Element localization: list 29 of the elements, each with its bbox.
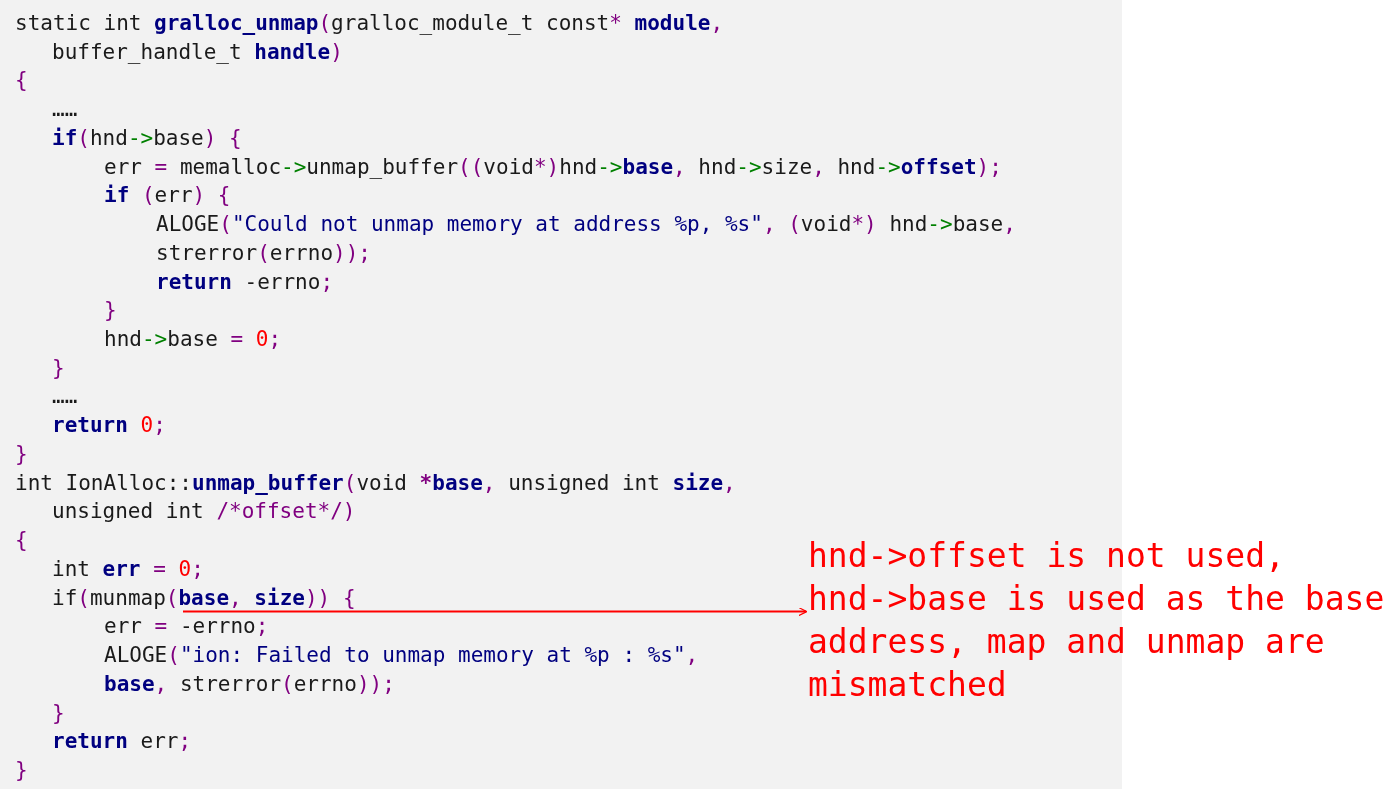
code-line: }	[15, 756, 28, 784]
code-line: static int gralloc_unmap(gralloc_module_t const* module,	[15, 10, 724, 37]
code-line: {	[15, 67, 28, 95]
code-line: return -errno;	[156, 268, 334, 296]
annotation-text: hnd->offset is not used, hnd->base is used as the base address, map and unmap are mismatched	[808, 534, 1392, 706]
code-line: buffer_handle_t handle)	[52, 38, 343, 66]
code-line: err = memalloc->unmap_buffer((void*)hnd->base, hnd->size, hnd->offset);	[104, 153, 1002, 181]
code-line: hnd->base = 0;	[104, 326, 282, 353]
code-line: ALOGE("ion: Failed to unmap memory at %p : %s",	[104, 642, 699, 670]
code-line: if (err) {	[104, 182, 231, 210]
code-line: {	[15, 527, 28, 555]
code-line: if(hnd->base) {	[52, 124, 242, 152]
code-line: }	[104, 297, 117, 325]
code-line: if(munmap(base, size)) {	[52, 583, 356, 612]
code-line: strerror(errno));	[156, 239, 371, 267]
code-line: }	[15, 440, 28, 468]
code-line: int IonAlloc::unmap_buffer(void *base, unsigned int size,	[15, 469, 736, 497]
code-line: ……	[52, 96, 78, 124]
code-line: base, strerror(errno));	[104, 670, 395, 698]
code-line: unsigned int /*offset*/)	[52, 498, 356, 526]
code-line: ALOGE("Could not unmap memory at address %p, %s", (void*) hnd->base,	[156, 211, 1016, 239]
code-line: }	[52, 354, 65, 382]
code-line: int err = 0;	[52, 555, 204, 583]
arrow	[182, 607, 808, 617]
code-line: ……	[52, 383, 78, 411]
code-line: return err;	[52, 728, 192, 756]
code-line: return 0;	[52, 412, 166, 440]
code-line: err = -errno;	[104, 613, 269, 641]
code-line: }	[52, 699, 65, 727]
